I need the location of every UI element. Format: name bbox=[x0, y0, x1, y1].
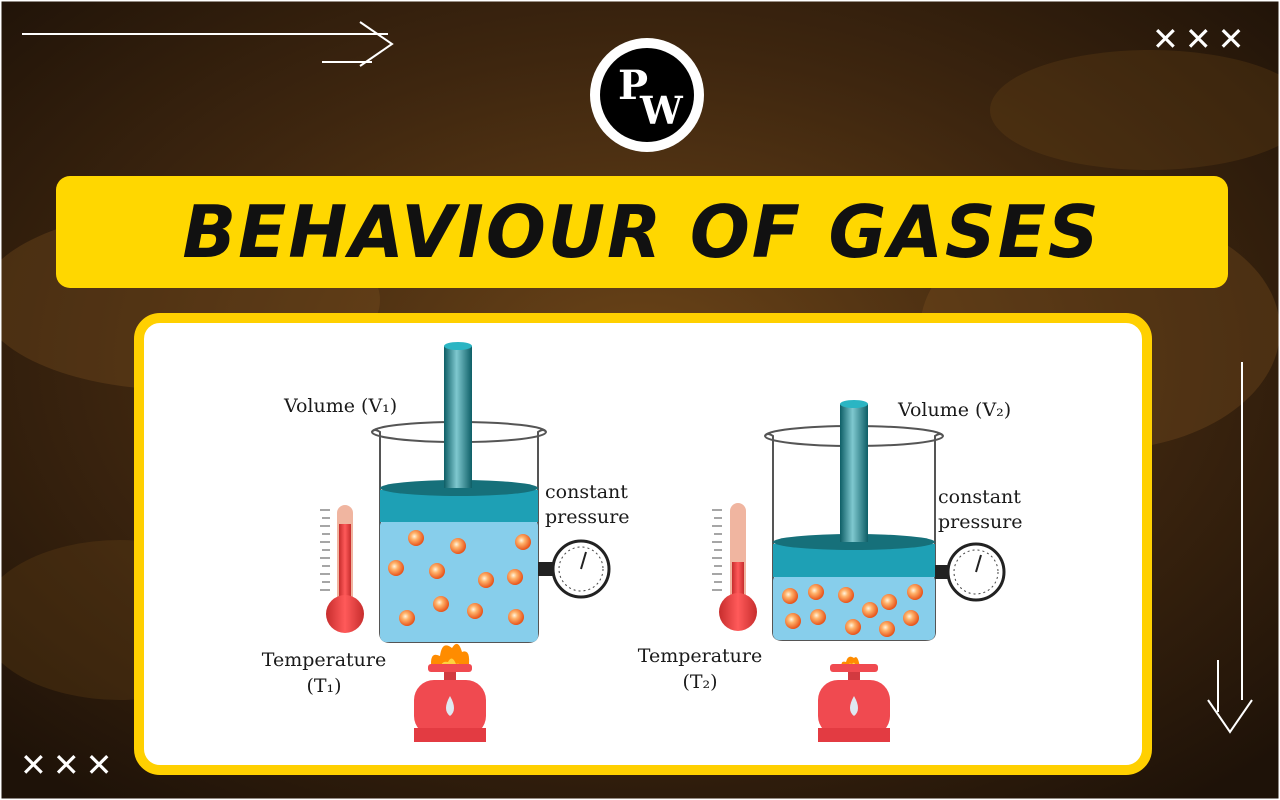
left-temperature-symbol: (T₁) bbox=[306, 675, 341, 697]
right-temperature-symbol: (T₂) bbox=[682, 671, 717, 693]
left-pressure-label-2: pressure bbox=[545, 506, 630, 528]
right-pressure-label-1: constant bbox=[938, 486, 1021, 508]
title-banner: BEHAVIOUR OF GASES bbox=[56, 176, 1228, 288]
right-thermometer-icon bbox=[712, 503, 757, 631]
x-marks-bottom: ✕✕✕ bbox=[20, 746, 119, 784]
page-title: BEHAVIOUR OF GASES bbox=[182, 190, 1102, 274]
left-thermometer-icon bbox=[320, 505, 364, 633]
right-temperature-label: Temperature bbox=[638, 645, 762, 667]
right-volume-label: Volume (V₂) bbox=[897, 399, 1011, 421]
x-marks-top: ✕✕✕ bbox=[1152, 20, 1251, 58]
right-gas-burner-icon bbox=[818, 656, 890, 742]
left-beaker bbox=[371, 342, 547, 643]
right-arrow-icon bbox=[22, 21, 394, 67]
right-pressure-label-2: pressure bbox=[938, 511, 1023, 533]
left-gas-burner-icon bbox=[414, 643, 486, 742]
left-temperature-label: Temperature bbox=[262, 649, 386, 671]
logo-letter-p: P bbox=[618, 62, 649, 109]
right-pressure-gauge-icon bbox=[935, 542, 1006, 602]
left-pressure-label-1: constant bbox=[545, 481, 628, 503]
down-arrow-icon bbox=[1207, 362, 1253, 734]
left-gas-particles bbox=[388, 530, 531, 626]
left-volume-label: Volume (V₁) bbox=[283, 395, 397, 417]
pw-logo: P W bbox=[590, 38, 704, 152]
logo-letter-w: W bbox=[640, 88, 683, 133]
right-gas-particles bbox=[782, 584, 923, 637]
right-beaker bbox=[764, 400, 944, 641]
left-pressure-gauge-icon bbox=[538, 539, 611, 599]
